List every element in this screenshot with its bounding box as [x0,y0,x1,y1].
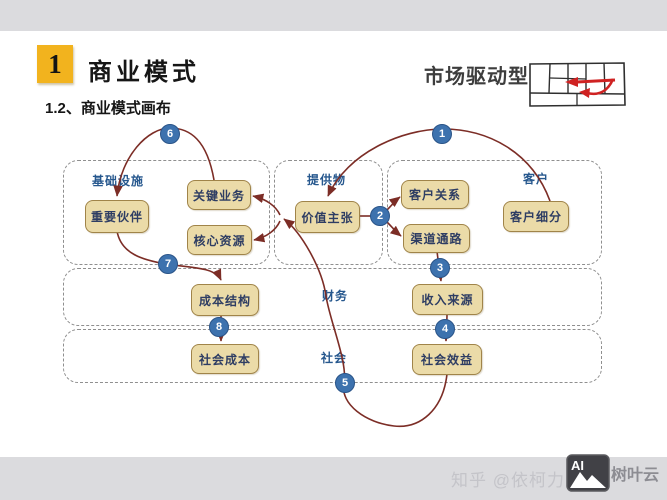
group-finance [63,268,602,326]
watermark-brand: 树叶云 [611,467,660,484]
step-circle-6: 6 [160,124,180,144]
watermark-text: 知乎 @依柯力 [451,471,565,490]
node-value-proposition: 价值主张 [295,201,360,233]
group-label-infrastructure: 基础设施 [92,174,145,188]
arrow-5-to-resources [253,220,281,243]
step-circle-5: 5 [335,373,355,393]
step-circle-1: 1 [432,124,452,144]
model-type-label: 市场驱动型 [424,66,529,88]
node-social-cost: 社会成本 [191,344,259,374]
step-circle-7: 7 [158,254,178,274]
step-circle-3: 3 [430,258,450,278]
section-number-badge: 1 [37,45,73,83]
node-customer-relations: 客户关系 [401,180,469,209]
ai-icon-label: AI [571,458,584,473]
node-key-activities: 关键业务 [187,180,251,210]
ai-image-placeholder-icon: AI [566,454,610,492]
arrow-5-to-activities [252,193,281,216]
arrow-2-to-channels [386,221,402,237]
node-core-resources: 核心资源 [187,225,252,255]
step-circle-2: 2 [370,206,390,226]
node-channels: 渠道通路 [403,224,470,253]
node-revenue-streams: 收入来源 [412,284,483,315]
node-cost-structure: 成本结构 [191,284,259,316]
node-key-partners: 重要伙伴 [85,200,149,233]
node-customer-segments: 客户细分 [503,201,569,232]
slide-subtitle: 1.2、商业模式画布 [45,100,171,117]
node-social-benefit: 社会效益 [412,344,482,375]
slide-title: 商业模式 [88,59,200,86]
step-circle-4: 4 [435,319,455,339]
arrow-2-to-relations [386,196,401,211]
group-label-society: 社会 [321,351,348,365]
step-circle-8: 8 [209,317,229,337]
group-label-finance: 财务 [322,289,349,303]
canvas-sketch-icon [529,62,626,107]
group-society [63,329,602,383]
